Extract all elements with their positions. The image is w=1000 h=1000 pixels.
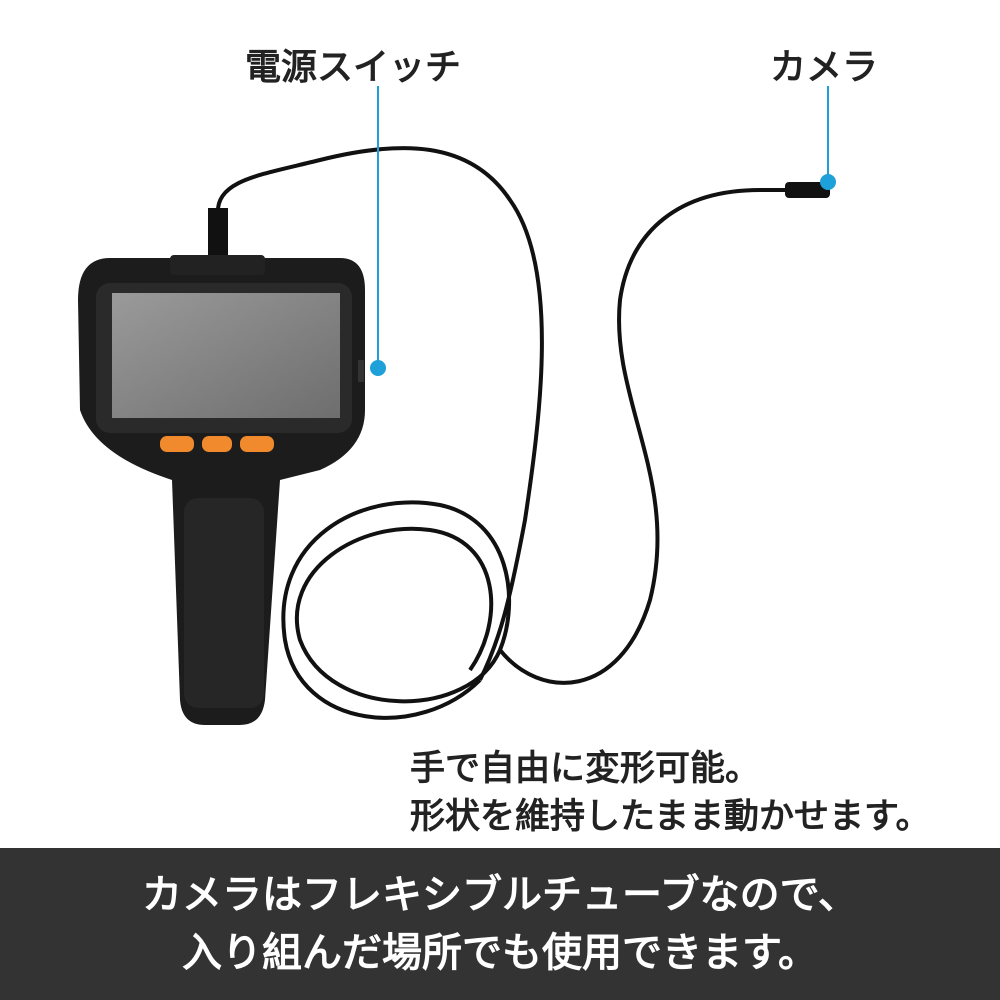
banner-line-1: カメラはフレキシブルチューブなので、 <box>142 872 858 918</box>
button-left[interactable] <box>160 436 194 452</box>
power-switch-label: 電源スイッチ <box>245 47 462 88</box>
banner-line-2: 入り組んだ場所でも使用できます。 <box>182 930 818 976</box>
grip <box>184 498 264 708</box>
button-right[interactable] <box>240 436 274 452</box>
cable <box>215 146 790 720</box>
camera-dot <box>820 174 836 190</box>
caption-line-1: 手で自由に変形可能。 <box>410 749 761 789</box>
screen <box>112 293 340 418</box>
button-center[interactable] <box>202 436 232 452</box>
camera-pointer <box>827 86 829 178</box>
camera-head <box>785 182 830 198</box>
bottom-banner: カメラはフレキシブルチューブなので、 入り組んだ場所でも使用できます。 <box>0 848 1000 1000</box>
power-switch-pointer <box>377 86 379 366</box>
camera-label: カメラ <box>770 47 879 88</box>
power-switch[interactable] <box>358 360 364 382</box>
caption-line-2: 形状を維持したまま動かせます。 <box>410 797 931 837</box>
power-switch-dot <box>370 360 386 376</box>
